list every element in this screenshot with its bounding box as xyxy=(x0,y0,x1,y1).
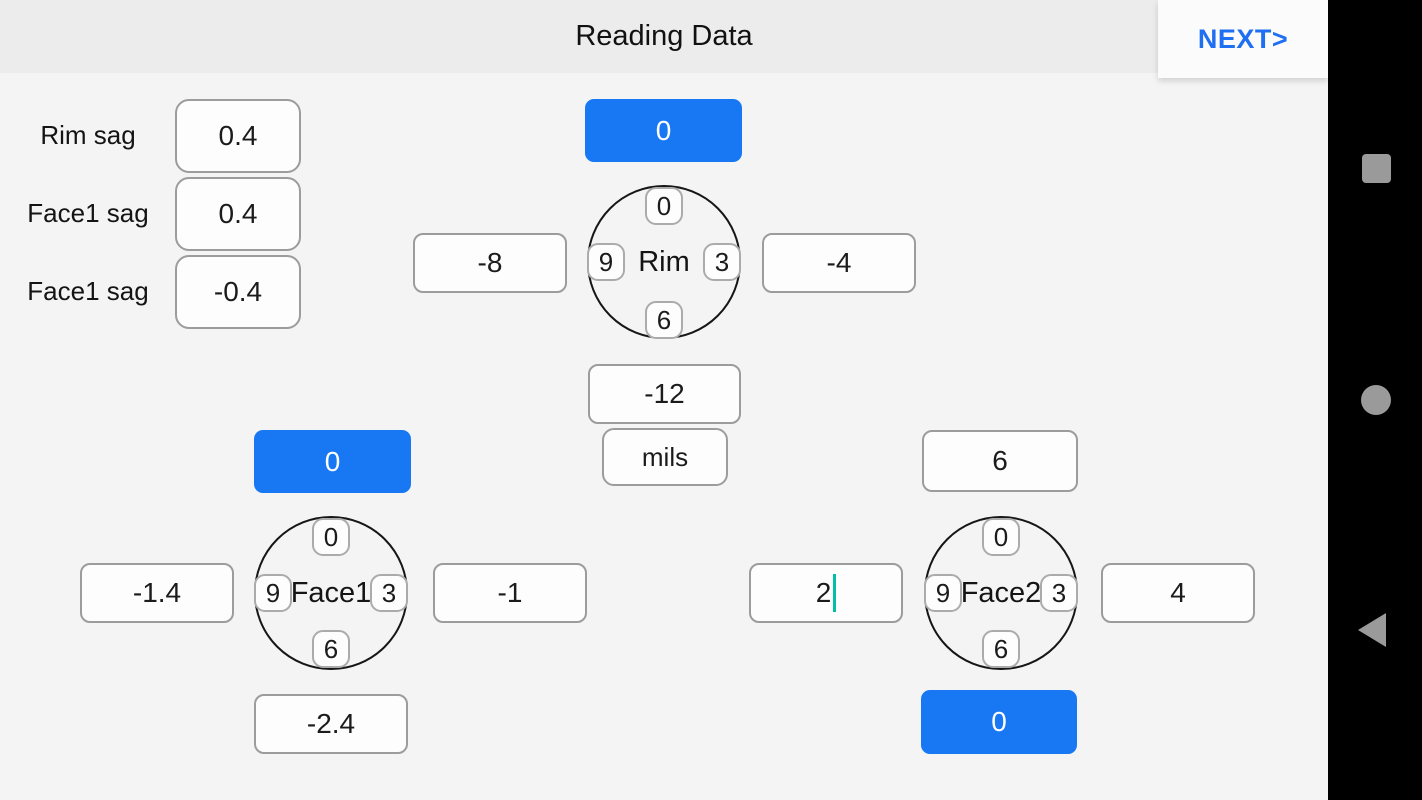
face1-9oclock-input[interactable]: -1.4 xyxy=(80,563,234,623)
face1-clock-9-marker: 9 xyxy=(254,574,292,612)
face2-3oclock-input[interactable]: 4 xyxy=(1101,563,1255,623)
face2-zero-button[interactable]: 0 xyxy=(921,690,1077,754)
face2-clock-9-marker: 9 xyxy=(924,574,962,612)
face1-sag-input[interactable]: 0.4 xyxy=(175,177,301,251)
face2-9oclock-input[interactable]: 2 xyxy=(749,563,903,623)
rim-zero-button[interactable]: 0 xyxy=(585,99,742,162)
units-selector[interactable]: mils xyxy=(602,428,728,486)
recents-square-icon[interactable] xyxy=(1362,154,1391,183)
rim-3oclock-input[interactable]: -4 xyxy=(762,233,916,293)
face1-clock-3-marker: 3 xyxy=(370,574,408,612)
face1-3oclock-input[interactable]: -1 xyxy=(433,563,587,623)
face2-clock-6-marker: 6 xyxy=(982,630,1020,668)
text-cursor xyxy=(833,574,837,612)
next-button[interactable]: NEXT> xyxy=(1158,0,1328,78)
face1-clock-6-marker: 6 xyxy=(312,630,350,668)
face1-sag-label-2: Face1 sag xyxy=(27,276,149,306)
rim-clock-6-marker: 6 xyxy=(645,301,683,339)
face2-12oclock-input[interactable]: 6 xyxy=(922,430,1078,492)
face1-sag-label: Face1 sag xyxy=(27,198,149,228)
app-header: Reading Data xyxy=(0,0,1328,73)
face2-clock-12-marker: 0 xyxy=(982,518,1020,556)
rim-6oclock-input[interactable]: -12 xyxy=(588,364,741,424)
home-circle-icon[interactable] xyxy=(1361,385,1391,415)
face1-zero-button[interactable]: 0 xyxy=(254,430,411,493)
rim-clock-9-marker: 9 xyxy=(587,243,625,281)
rim-sag-label: Rim sag xyxy=(40,120,136,150)
rim-clock-3-marker: 3 xyxy=(703,243,741,281)
rim-clock-12-marker: 0 xyxy=(645,187,683,225)
rim-sag-input[interactable]: 0.4 xyxy=(175,99,301,173)
face1-sag-input-2[interactable]: -0.4 xyxy=(175,255,301,329)
back-triangle-icon[interactable] xyxy=(1358,613,1386,647)
page-title: Reading Data xyxy=(575,20,753,52)
rim-9oclock-input[interactable]: -8 xyxy=(413,233,567,293)
face1-clock-12-marker: 0 xyxy=(312,518,350,556)
face2-clock-3-marker: 3 xyxy=(1040,574,1078,612)
face1-6oclock-input[interactable]: -2.4 xyxy=(254,694,408,754)
android-nav-bar xyxy=(1328,0,1422,800)
face2-9oclock-value: 2 xyxy=(815,577,832,608)
